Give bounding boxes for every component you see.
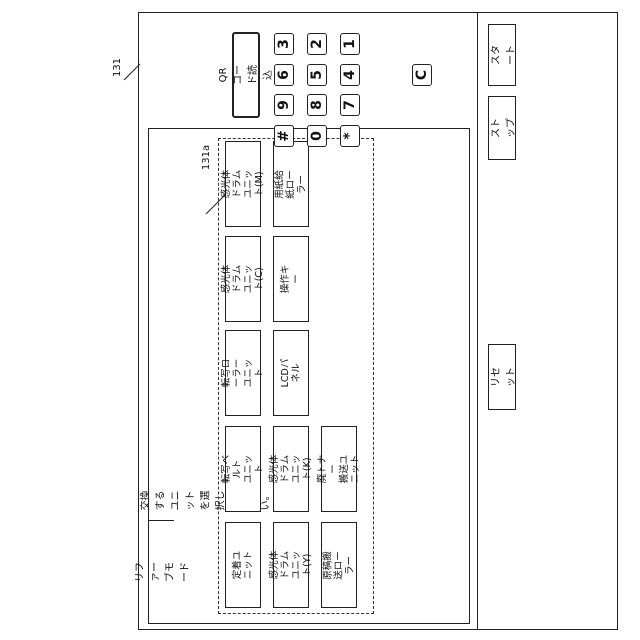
mode-title: リファーブモード (148, 520, 174, 624)
key-hash[interactable]: # (274, 125, 294, 147)
stop-button[interactable]: ストップ (488, 96, 516, 160)
start-button[interactable]: スタート (488, 24, 516, 86)
key-5[interactable]: 5 (307, 64, 327, 86)
unit-button-waste-toner[interactable]: 廃トナー 搬送ユニット (321, 426, 357, 512)
key-8[interactable]: 8 (307, 94, 327, 116)
qr-read-button[interactable]: QRコード読込 (232, 32, 260, 118)
panel-divider (477, 12, 478, 630)
key-1[interactable]: 1 (340, 33, 360, 55)
unit-button-operation-key[interactable]: 操作キー (273, 236, 309, 322)
unit-button-drum-c[interactable]: 感光体 ドラムユニット(C) (225, 236, 261, 322)
unit-button-drum-y[interactable]: 感光体 ドラムユニット(Y) (273, 522, 309, 608)
key-4[interactable]: 4 (340, 64, 360, 86)
key-asterisk[interactable]: * (340, 125, 360, 147)
unit-button-transfer-roller[interactable]: 転写ローラー ユニット (225, 330, 261, 416)
key-9[interactable]: 9 (274, 94, 294, 116)
key-7[interactable]: 7 (340, 94, 360, 116)
instruction-text: 交換するユニットを選択してください。 (194, 380, 214, 620)
key-2[interactable]: 2 (307, 33, 327, 55)
unit-button-drum-k[interactable]: 感光体 ドラムユニット(K) (273, 426, 309, 512)
key-0[interactable]: 0 (307, 125, 327, 147)
unit-button-fixing[interactable]: 定着ユニット (225, 522, 261, 608)
unit-button-lcd-panel[interactable]: LCDパネル (273, 330, 309, 416)
reset-button[interactable]: リセット (488, 344, 516, 410)
unit-button-document-feed-roller[interactable]: 原稿搬送ローラー (321, 522, 357, 608)
key-6[interactable]: 6 (274, 64, 294, 86)
key-3[interactable]: 3 (274, 33, 294, 55)
unit-button-paper-feed-roller[interactable]: 用紙給紙ローラー (273, 141, 309, 227)
unit-button-transfer-belt[interactable]: 転写ベルト ユニット (225, 426, 261, 512)
key-clear[interactable]: C (412, 64, 432, 86)
unit-button-drum-m[interactable]: 感光体 ドラムユニット(M) (225, 141, 261, 227)
